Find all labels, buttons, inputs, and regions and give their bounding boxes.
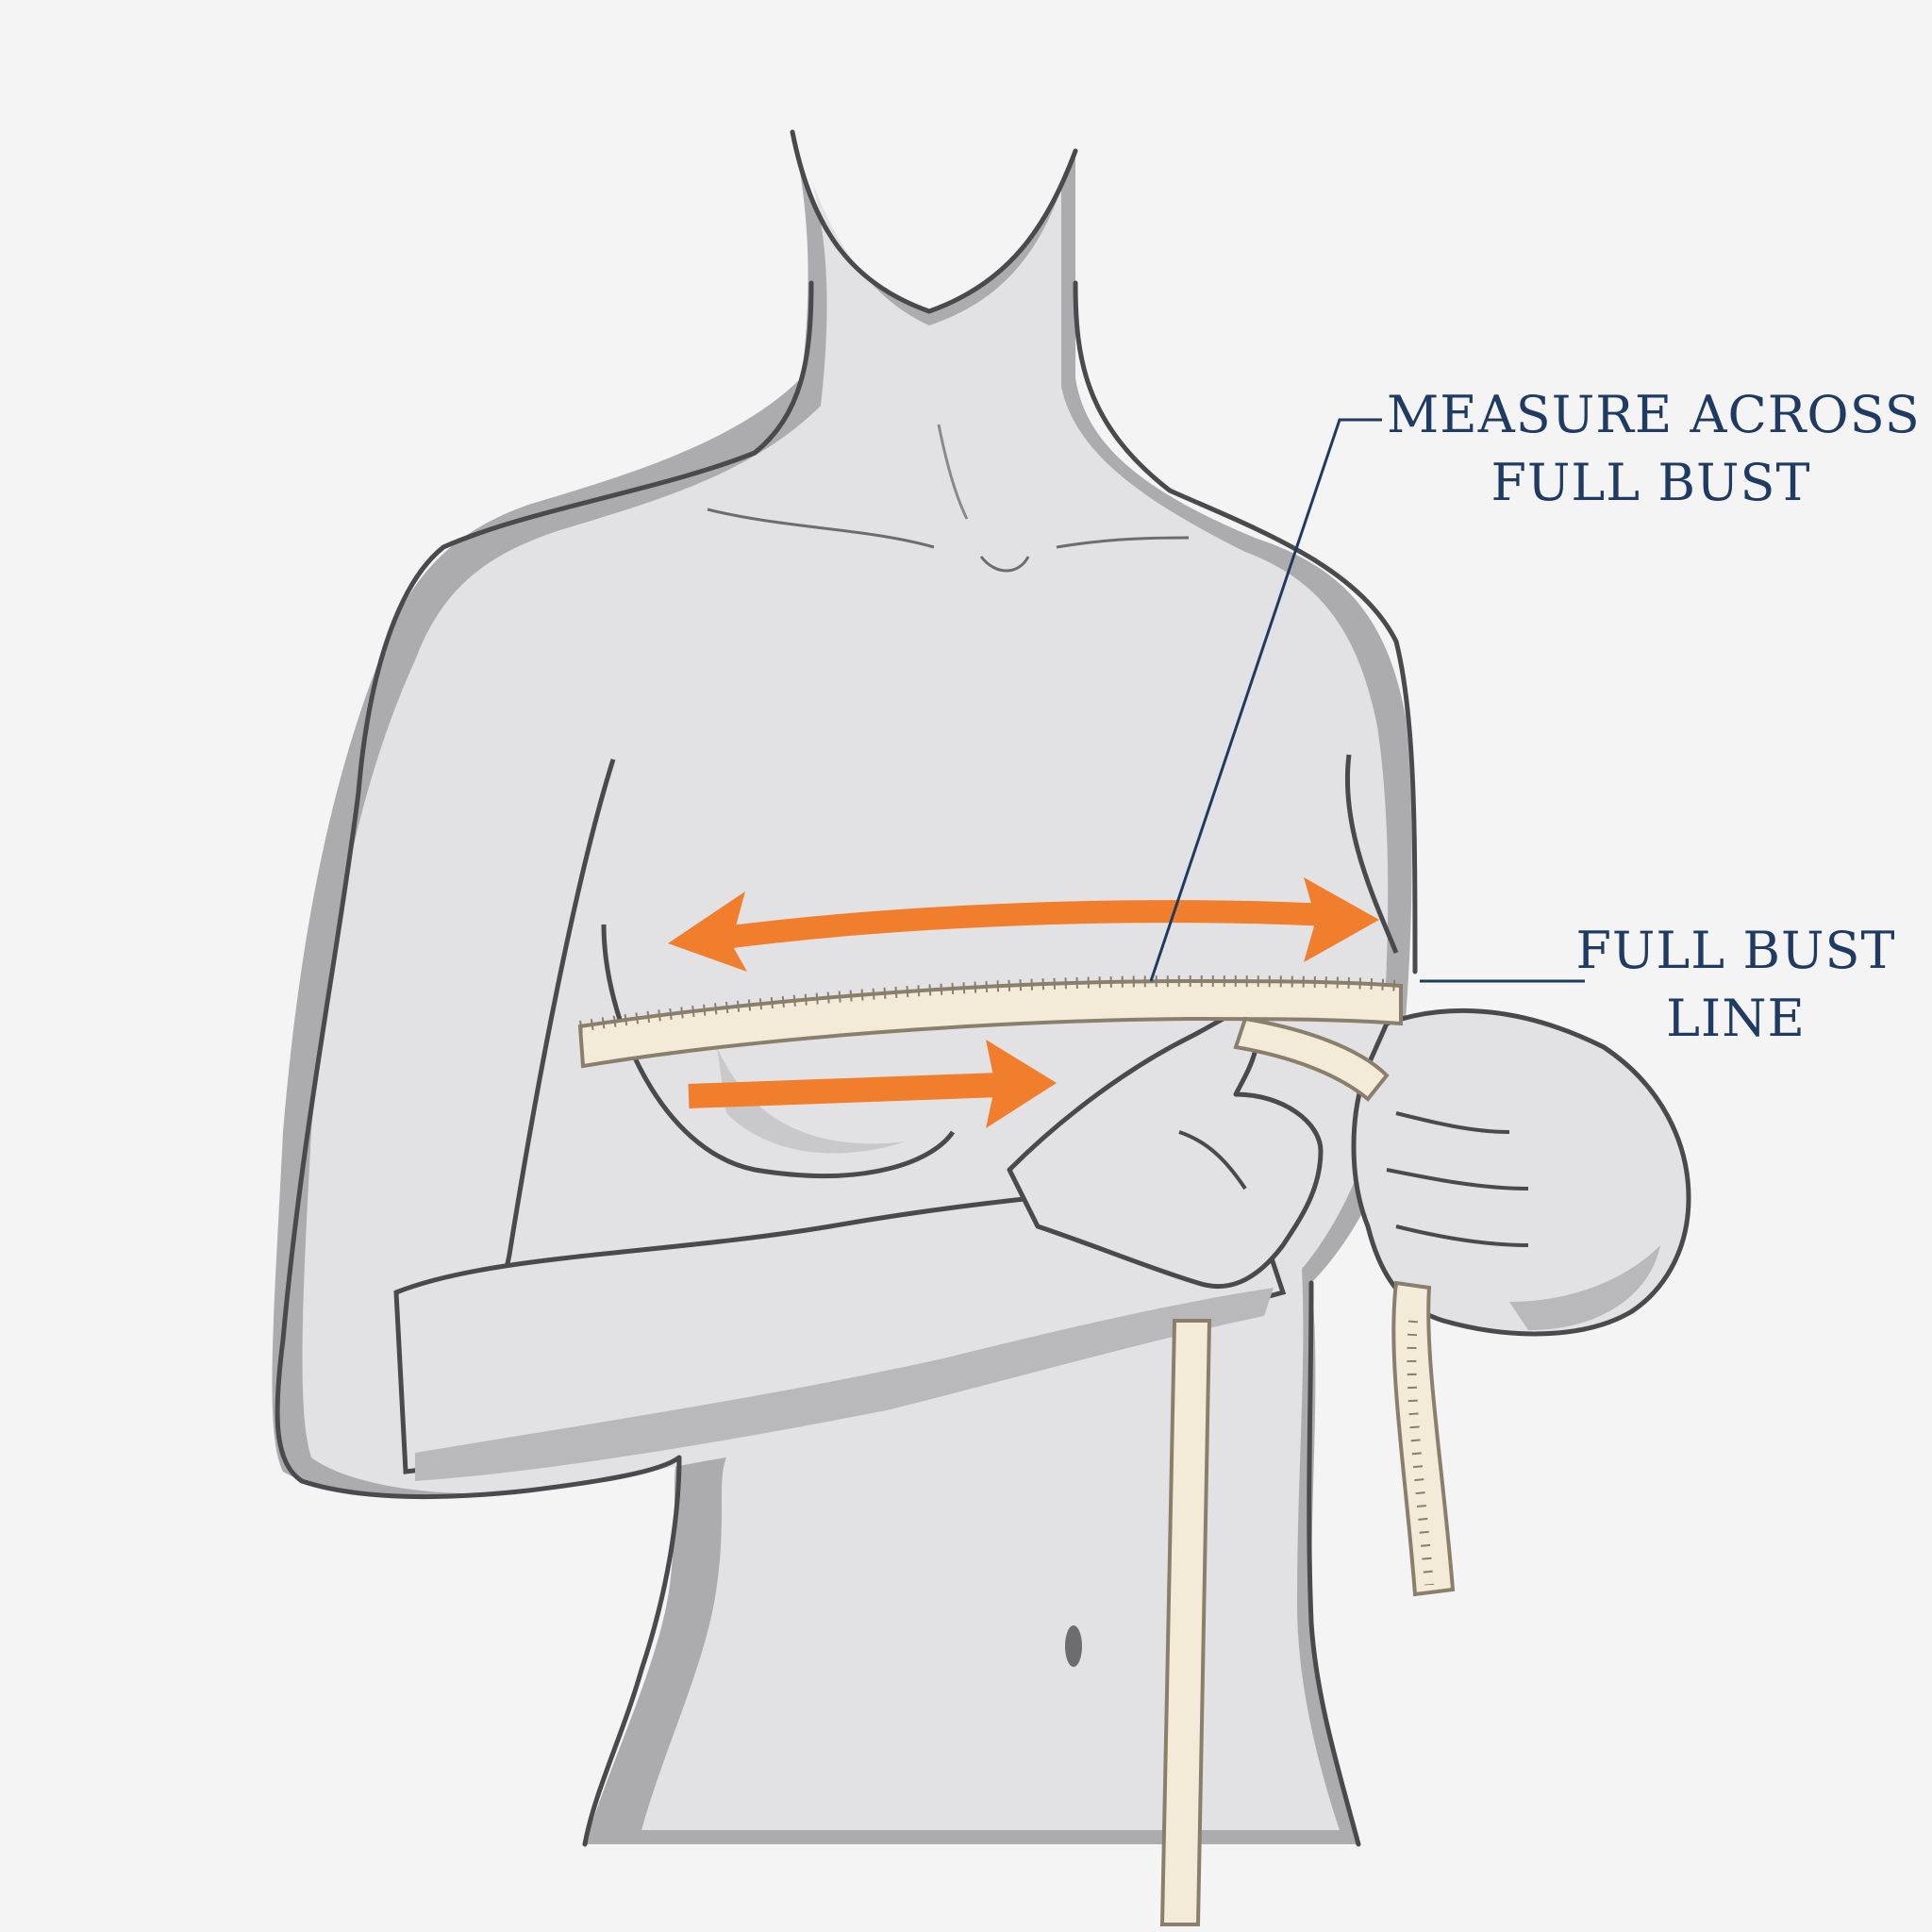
right-arrow-shaft — [688, 1073, 1001, 1108]
left-forearm — [393, 1176, 1287, 1481]
right-hand — [1351, 1008, 1691, 1337]
double-arrow-head-left — [668, 891, 747, 972]
collarbone-right — [1056, 536, 1190, 549]
torso-outline — [275, 129, 1418, 1847]
left-breast — [601, 924, 956, 1178]
hands — [1007, 1008, 1691, 1337]
callout-measure-across-line1: MEASURE ACROSS — [1387, 385, 1921, 444]
right-arrow-icon — [688, 1040, 1057, 1128]
callout-measure-across-line2: FULL BUST — [1491, 453, 1811, 512]
double-arrow-head-right — [1304, 877, 1379, 962]
double-arrow-shaft — [715, 900, 1331, 950]
leader-lines — [1149, 418, 1585, 983]
left-breast-shadow — [717, 1047, 906, 1154]
callout-full-bust-line: FULL BUST LINE — [1575, 917, 1896, 1053]
suprasternal-notch — [979, 556, 1030, 573]
leader-line-measure-across — [1149, 418, 1382, 982]
right-arrow-head — [986, 1040, 1057, 1128]
tape-band — [577, 978, 1403, 1069]
neck-line — [937, 424, 969, 520]
callout-full-bust-line2: LINE — [1666, 989, 1806, 1048]
right-hand-shadow — [1509, 1245, 1660, 1330]
tape-hanging-left — [1159, 1319, 1212, 1926]
tape-hanging-right — [1391, 1280, 1456, 1597]
finger-lines — [1178, 1111, 1529, 1247]
double-headed-arrow-icon — [668, 877, 1379, 972]
callout-measure-across-full-bust: MEASURE ACROSS FULL BUST — [1387, 381, 1921, 517]
navel — [1065, 1625, 1082, 1667]
tape-hanging-ticks — [1407, 1320, 1434, 1586]
tape-loop — [1233, 1016, 1390, 1102]
right-side-contour — [1345, 754, 1399, 954]
forearm-shadow — [415, 1288, 1274, 1481]
left-hand — [1007, 1008, 1324, 1290]
collarbone-left — [707, 508, 935, 549]
callout-full-bust-line1: FULL BUST — [1575, 921, 1896, 980]
measuring-tape-icon — [577, 974, 1456, 1926]
